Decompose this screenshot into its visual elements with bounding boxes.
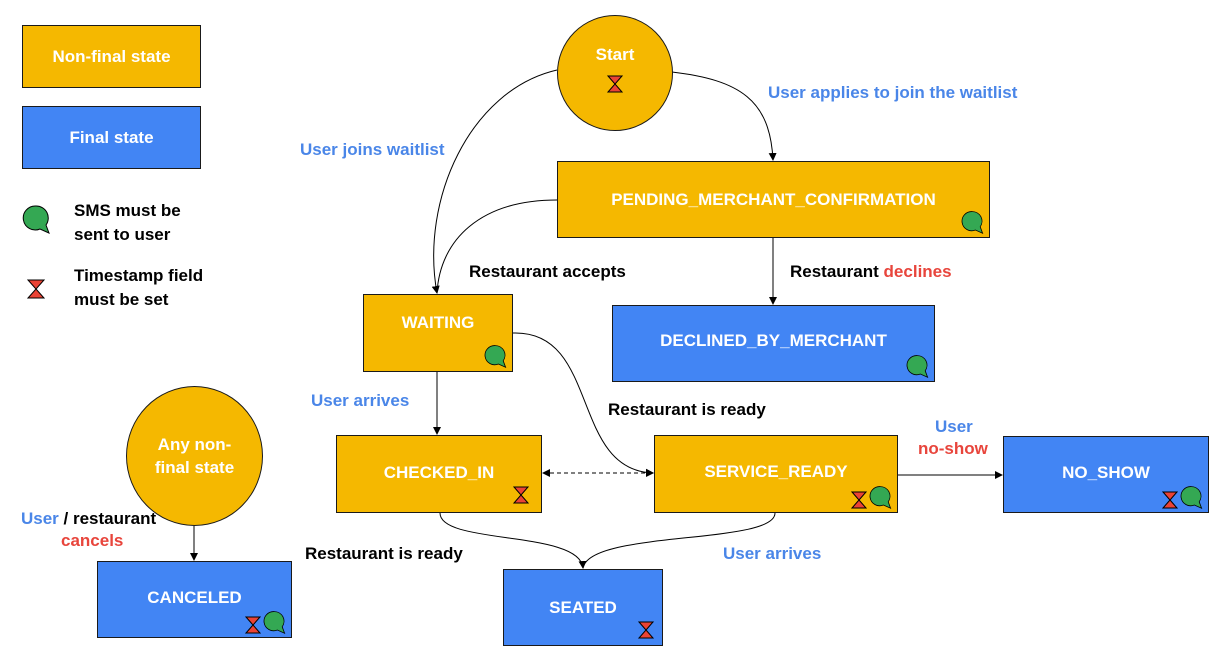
state-declined-by-merchant: DECLINED_BY_MERCHANT xyxy=(612,305,935,382)
label-restaurant-ready-1: Restaurant is ready xyxy=(608,400,766,419)
sms-bubble-icon xyxy=(906,355,929,378)
hourglass-icon xyxy=(1162,491,1178,509)
sms-bubble-icon xyxy=(263,611,286,634)
state-canceled: CANCELED xyxy=(97,561,292,638)
state-checked-in: CHECKED_IN xyxy=(336,435,542,513)
state-seated: SEATED xyxy=(503,569,663,646)
legend-timestamp-text: Timestamp field must be set xyxy=(74,266,204,309)
state-pending-label: PENDING_MERCHANT_CONFIRMATION xyxy=(611,189,936,209)
sms-bubble-icon xyxy=(869,486,892,509)
state-canceled-label: CANCELED xyxy=(147,587,242,607)
label-user-arrives-2: User arrives xyxy=(723,544,822,563)
edge-waiting-to-serviceready xyxy=(512,332,654,477)
hourglass-icon xyxy=(851,491,867,509)
state-checkedin-label: CHECKED_IN xyxy=(383,463,495,482)
state-start-label: Start xyxy=(595,45,635,64)
sms-bubble-icon xyxy=(1180,486,1203,509)
state-waiting: WAITING xyxy=(363,294,513,372)
state-start: Start xyxy=(557,15,673,131)
state-waiting-label: WAITING xyxy=(401,313,475,332)
state-any-non-final: Any non-final state xyxy=(126,386,263,526)
label-user-joins: User joins waitlist xyxy=(300,140,445,159)
label-user: User xyxy=(935,417,973,436)
label-restaurant-accepts: Restaurant accepts xyxy=(469,262,626,281)
state-service-ready: SERVICE_READY xyxy=(654,435,898,513)
legend-nonfinal-swatch: Non-final state xyxy=(22,25,201,88)
label-user-applies: User applies to join the waitlist xyxy=(768,83,1018,102)
hourglass-icon xyxy=(638,621,654,639)
edge-start-to-pending xyxy=(671,71,777,161)
state-no-show: NO_SHOW xyxy=(1003,436,1209,513)
legend-sms-icon xyxy=(22,204,52,239)
sms-bubble-icon xyxy=(961,211,984,234)
edge-pending-to-waiting xyxy=(436,199,558,294)
label-restaurant-ready-2: Restaurant is ready xyxy=(305,544,463,563)
legend-nonfinal-label: Non-final state xyxy=(52,46,171,66)
label-restaurant-declines: Restaurant declines xyxy=(790,261,952,282)
legend-final-swatch: Final state xyxy=(22,106,201,169)
edge-serviceready-to-seated xyxy=(582,512,776,569)
legend-final-label: Final state xyxy=(69,127,154,147)
hourglass-icon xyxy=(245,616,261,634)
state-noshow-label: NO_SHOW xyxy=(1062,462,1150,482)
label-restaurant-word: Restaurant xyxy=(790,262,879,281)
label-user-restaurant: User / restaurant xyxy=(21,508,156,529)
label-user-arrives-1: User arrives xyxy=(311,391,410,410)
state-any-label: Any non-final state xyxy=(154,435,235,477)
state-pending-merchant-confirmation: PENDING_MERCHANT_CONFIRMATION xyxy=(557,161,990,238)
edge-start-to-waiting xyxy=(431,69,558,294)
state-serviceready-label: SERVICE_READY xyxy=(704,462,848,481)
label-user-cancel-word: User xyxy=(21,509,59,528)
label-cancels: cancels xyxy=(61,531,124,550)
label-slash-restaurant: / restaurant xyxy=(58,509,157,528)
label-declines-word: declines xyxy=(883,262,952,281)
state-declined-label: DECLINED_BY_MERCHANT xyxy=(660,330,887,350)
hourglass-icon xyxy=(607,75,623,93)
legend-sms-text: SMS must be sent to user xyxy=(74,201,181,244)
label-no-show: no-show xyxy=(918,439,988,458)
state-seated-label: SEATED xyxy=(549,597,617,617)
hourglass-icon xyxy=(513,486,529,504)
sms-bubble-icon xyxy=(484,345,507,368)
legend-hourglass-icon xyxy=(26,279,46,304)
edge-checkedin-to-seated xyxy=(439,512,587,569)
